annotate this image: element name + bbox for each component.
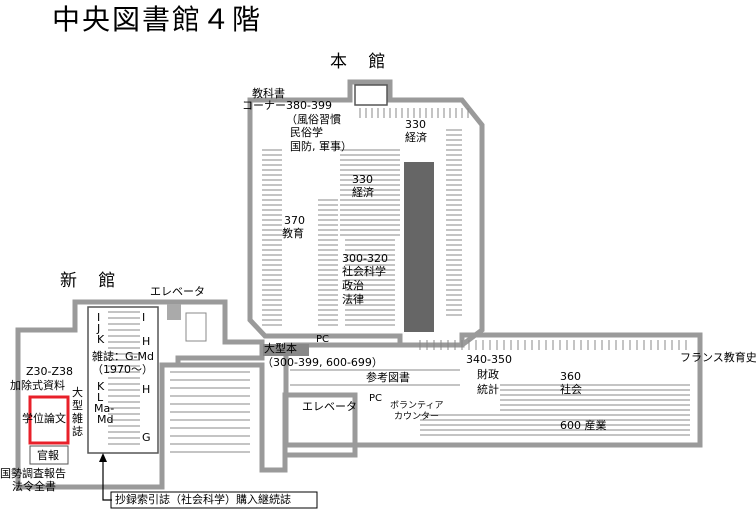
lower-stairs	[170, 371, 250, 453]
shelf-label-Ma: Ma-	[94, 402, 115, 415]
econ-mid-num: 330	[352, 173, 373, 186]
finance-num: 340-350	[466, 353, 512, 366]
annex-building-wall	[15, 299, 265, 490]
finance-label-2: 統計	[477, 383, 499, 396]
main-shelves	[262, 108, 469, 326]
gazette-box	[29, 445, 69, 465]
shelf-label-I: I	[97, 311, 101, 324]
shelf-label-L: L	[97, 391, 104, 404]
volunteer-label-2: カウンター	[394, 412, 440, 422]
textbooks-label-1: 教科書	[252, 87, 285, 100]
magazines-since: （1970〜）	[92, 363, 153, 376]
annex-elevator-box	[167, 304, 181, 320]
customs-label-3: 国防, 軍事）	[290, 140, 352, 153]
social-num: 300-320	[342, 252, 388, 265]
shelf-label-H1: H	[142, 335, 151, 348]
annex-elevator-label: エレベータ	[150, 285, 205, 298]
shelf-label-I-right: I	[142, 311, 146, 324]
abstracts-label: 抄録索引誌（社会科学）購入継続誌	[115, 493, 291, 506]
shelf-label-K1: K	[97, 333, 105, 346]
thesis-highlight	[28, 395, 70, 445]
edu-label: 教育	[282, 227, 304, 240]
east-shelves	[108, 311, 690, 445]
abstracts-arrow-head	[99, 453, 107, 462]
large-mag-4: 誌	[72, 425, 83, 438]
annex-stairs	[185, 312, 207, 342]
large-mag-1: 大	[72, 386, 83, 399]
gazette-label: 官報	[37, 449, 59, 462]
social-label-2: 政治	[342, 279, 364, 292]
econ-top-label: 経済	[405, 131, 427, 144]
shelf-label-G: G	[142, 431, 151, 444]
industry-label: 600 産業	[560, 419, 607, 432]
national-census-label: 国勢調査報告	[0, 467, 66, 480]
main-pc-label: PC	[316, 334, 330, 345]
large-books-range: （300-399, 600-699）	[262, 356, 383, 369]
french-history-label: フランス教育史	[680, 351, 756, 364]
thesis-label: 学位論文	[22, 412, 66, 425]
textbooks-label-2: コーナー380-399	[242, 99, 332, 112]
z-range-label: Z30-Z38	[26, 365, 74, 378]
finance-label-1: 財政	[477, 368, 499, 381]
statutes-label: 法令全書	[12, 480, 56, 493]
shelf-label-H2: H	[142, 383, 151, 396]
abstracts-arrow	[102, 455, 112, 501]
society-num: 360	[560, 370, 581, 383]
econ-mid-label: 経済	[352, 186, 374, 199]
annex-shelving-block	[87, 306, 159, 454]
large-books-label: 大型本	[264, 342, 297, 355]
large-mag-3: 雑	[72, 412, 83, 425]
corridor-pc-label: PC	[369, 393, 383, 404]
magazines-label: 雑誌：G-Md	[92, 350, 154, 363]
lower-corridor-wall	[165, 362, 358, 473]
page-title: 中央図書館４階	[52, 3, 263, 36]
main-stair-box	[354, 84, 388, 106]
shelf-label-Md: Md	[97, 413, 114, 426]
customs-label-2: 民俗学	[290, 126, 323, 139]
shelf-label-K2: K	[97, 380, 105, 393]
econ-top-num: 330	[405, 118, 426, 131]
edu-num: 370	[284, 214, 305, 227]
large-mag-2: 型	[72, 399, 83, 412]
reference-label: 参考図書	[366, 371, 410, 384]
annex-building-label: 新 館	[60, 271, 124, 291]
volunteer-label-1: ボランティア	[390, 401, 444, 411]
social-label-3: 法律	[342, 293, 364, 306]
main-building-wall	[247, 79, 485, 348]
social-label-1: 社会科学	[342, 265, 386, 278]
closed-stack-block	[404, 162, 434, 332]
main-building-label: 本 館	[330, 52, 394, 72]
society-label: 社会	[560, 383, 582, 396]
large-books-area	[263, 344, 309, 356]
abstracts-label-box	[110, 491, 318, 509]
customs-label-1: （風俗習慣	[286, 113, 341, 126]
shelf-label-J: J	[97, 322, 101, 335]
corridor-elevator-label: エレベータ	[302, 400, 357, 413]
z-materials-label: 加除式資料	[10, 379, 65, 392]
